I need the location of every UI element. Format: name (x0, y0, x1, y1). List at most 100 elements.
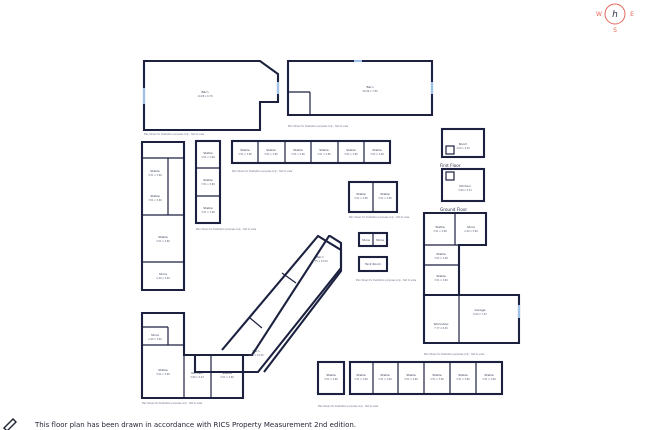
ground-floor-tag: Ground Floor (440, 207, 467, 212)
compass-east: E (630, 11, 634, 18)
mid-stable-dims-2: 3.51 x 3.66 (378, 197, 392, 200)
first-floor: Room 3.00 x 4.20 (440, 127, 486, 159)
first-floor-dims: 3.00 x 4.20 (456, 147, 470, 150)
caption-row-stables: Plan Shown for illustration purposes onl… (232, 170, 293, 173)
compass-west: W (596, 11, 602, 18)
barn-right: Barn 20.99 x 7.80 (286, 59, 434, 117)
workshop-label-2: Store (467, 225, 475, 229)
left-block-dims-1: 3.51 x 3.66 (148, 174, 162, 177)
compass: h W E S (596, 3, 634, 34)
workshop-label-4: Stable (436, 274, 446, 278)
bottom-left-dims-2: 3.51 x 3.66 (156, 373, 170, 376)
stable-row-dims-6: 3.51 x 3.66 (370, 153, 384, 156)
left-block-dims-4: 2.40 x 3.60 (156, 277, 170, 280)
stable-row-label-3: Stable (293, 148, 303, 152)
small-block-label-2: Store (376, 238, 384, 242)
stable-col-label-2: Stable (203, 178, 213, 182)
stable-row-label-4: Stable (319, 148, 329, 152)
caption-stable-column: Plan Shown for illustration purposes onl… (196, 228, 257, 231)
left-block-label-4: Store (159, 272, 167, 276)
workshop-dims-4: 3.51 x 3.66 (434, 279, 448, 282)
stable-col-dims-2: 3.51 x 3.66 (201, 183, 215, 186)
ruler-icon (3, 418, 17, 430)
caption-small-block: Plan Shown for illustration purposes onl… (356, 279, 417, 282)
stable-row-dims-2: 3.51 x 3.66 (264, 153, 278, 156)
bottom-row-label-4: Stable (432, 373, 442, 377)
left-block-label-2: Stable (150, 194, 160, 198)
annex-label: Kitchen (459, 184, 470, 188)
first-floor-tag: First Floor (440, 163, 461, 168)
compass-circle (604, 3, 626, 25)
bottom-row-dims-5: 3.51 x 3.66 (456, 378, 470, 381)
left-block-dims-3: 3.51 x 3.66 (156, 240, 170, 243)
caption-workshop: Plan Shown for illustration purposes onl… (424, 353, 485, 356)
long-barn: Barn 4.75 x 14.50 Barn 4.75 x 14.50 (193, 234, 343, 374)
bottom-row-label-3: Stable (406, 373, 416, 377)
garage-dims: 6.04 x 7.43 (473, 313, 487, 316)
bottom-left-block: Store 2.40 x 3.60 Stable 3.51 x 3.66 Kit… (140, 311, 245, 400)
stable-col-dims-3: 3.51 x 3.66 (201, 211, 215, 214)
barn-left-dims: 14.68 x 6.70 (197, 95, 213, 98)
caption-mid-stables: Plan Shown for illustration purposes onl… (349, 216, 410, 219)
small-block-label-3: Tack Room (364, 262, 381, 266)
bottom-left-label-4: Stable (222, 371, 232, 375)
left-block-dims-2: 3.51 x 3.66 (148, 199, 162, 202)
workshop-main-dims: 7.77 x 8.40 (434, 327, 448, 330)
barn-right-name: Barn (367, 85, 374, 89)
left-block-label-3: Stable (158, 235, 168, 239)
stable-col-dims-1: 3.51 x 3.66 (201, 156, 215, 159)
compass-south: S (613, 27, 617, 34)
small-block: Store Store Tack Room (357, 231, 389, 273)
stable-row-dims-5: 3.51 x 3.66 (344, 153, 358, 156)
stable-row-label-6: Stable (372, 148, 382, 152)
first-floor-label: Room (459, 142, 468, 146)
barn-left: Barn 14.68 x 6.70 (142, 59, 280, 132)
bottom-left-dims-3: 3.90 x 3.23 (190, 376, 204, 379)
workshop-dims-1: 3.51 x 3.66 (433, 230, 447, 233)
bottom-left-label-1: Store (151, 333, 159, 337)
caption-barn-right: Plan Shown for illustration purposes onl… (288, 125, 349, 128)
workshop-lower: Workshop 7.77 x 8.40 Garage 6.04 x 7.43 (422, 293, 521, 345)
stable-row-label-2: Stable (266, 148, 276, 152)
bottom-row-label-1: Stable (356, 373, 366, 377)
workshop-label-3: Stable (436, 252, 446, 256)
bottom-row-dims-1: 3.51 x 3.66 (354, 378, 368, 381)
compass-logo: h (612, 10, 618, 20)
long-barn-label-1: Barn (317, 255, 324, 259)
mid-stable-label-2: Stable (380, 192, 390, 196)
bottom-single-stable: Stable 3.51 x 3.66 (316, 360, 346, 396)
stable-column: Stable 3.51 x 3.66 Stable 3.51 x 3.66 St… (194, 139, 222, 225)
bottom-left-label-3: Kitchen (191, 371, 202, 375)
bottom-row-label-6: Stable (484, 373, 494, 377)
workshop-main-label: Workshop (434, 322, 449, 326)
mid-stable-dims-1: 3.51 x 3.66 (354, 197, 368, 200)
garage-label: Garage (475, 308, 486, 312)
stable-row-label-5: Stable (346, 148, 356, 152)
caption-bottom-left: Plan Shown for illustration purposes onl… (142, 402, 203, 405)
ground-floor-annex: Kitchen 3.90 x 3.23 (440, 167, 486, 203)
bottom-left-label-2: Stable (158, 368, 168, 372)
workshop-dims-2: 2.40 x 3.60 (464, 230, 478, 233)
bottom-row-dims-4: 3.51 x 3.66 (430, 378, 444, 381)
workshop-dims-3: 3.51 x 3.66 (434, 257, 448, 260)
stable-row-dims-1: 3.51 x 3.66 (238, 153, 252, 156)
middle-stables: Stable 3.51 x 3.66 Stable 3.51 x 3.66 (347, 180, 399, 214)
stable-row-dims-3: 3.51 x 3.66 (291, 153, 305, 156)
bottom-row-label-2: Stable (380, 373, 390, 377)
left-block: Stable 3.51 x 3.66 Stable 3.51 x 3.66 St… (140, 140, 186, 292)
bottom-row-dims-2: 3.51 x 3.66 (378, 378, 392, 381)
long-barn-dims-2: 4.75 x 14.50 (248, 354, 264, 357)
workshop-label-1: Stable (435, 225, 445, 229)
bottom-left-dims-4: 3.51 x 3.66 (220, 376, 234, 379)
stable-row-label-1: Stable (240, 148, 250, 152)
workshop-block: Stable 3.51 x 3.66 Store 2.40 x 3.60 Sta… (422, 211, 488, 297)
bottom-row-dims-6: 3.51 x 3.66 (482, 378, 496, 381)
annex-dims: 3.90 x 3.23 (458, 189, 472, 192)
bottom-row-dims-3: 3.51 x 3.66 (404, 378, 418, 381)
stable-row-bottom: Stable 3.51 x 3.66 Stable 3.51 x 3.66 St… (348, 360, 504, 396)
small-block-label-1: Store (362, 238, 370, 242)
bottom-single-label: Stable (326, 373, 336, 377)
footer-note: This floor plan has been drawn in accord… (35, 421, 357, 429)
long-barn-dims-1: 4.75 x 14.50 (312, 260, 328, 263)
